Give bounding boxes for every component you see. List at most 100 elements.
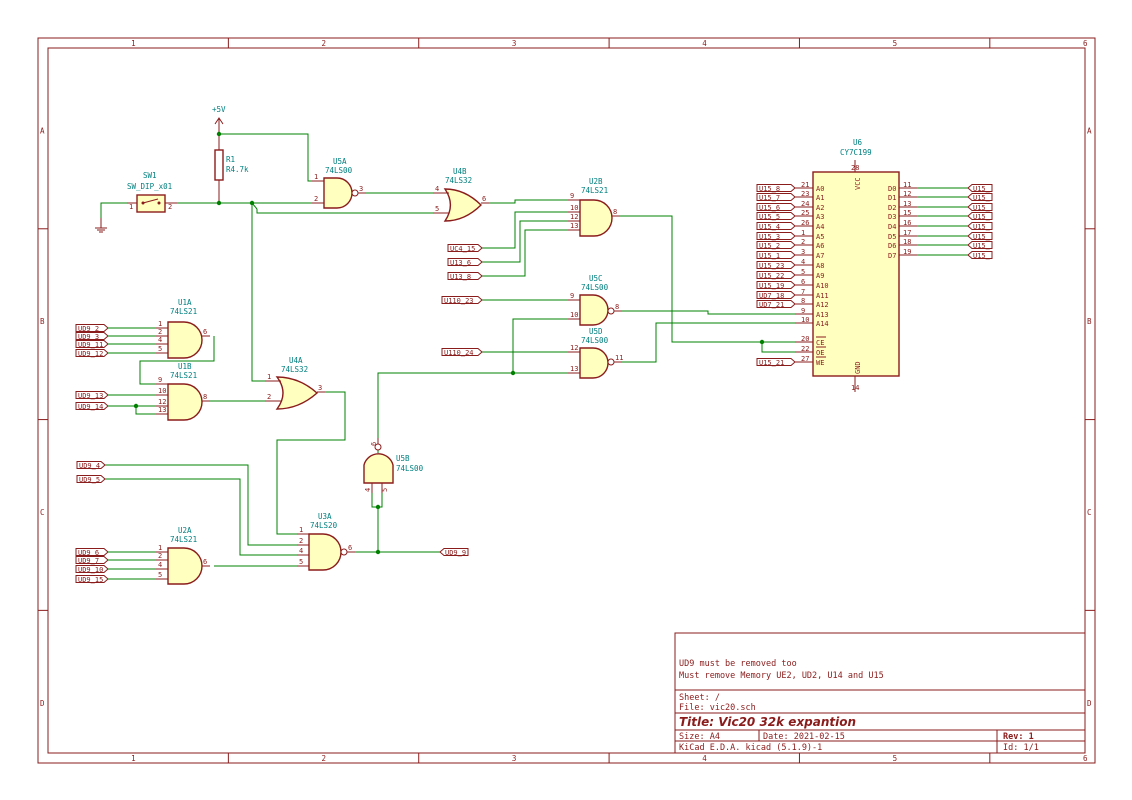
net-label: UD9_15 — [75, 575, 109, 584]
net-label-text: U15_ — [973, 242, 991, 250]
net-label-flag — [447, 258, 483, 266]
net-label-text: U15_ — [973, 204, 991, 212]
gate-body — [443, 188, 482, 222]
net-labels: U15_8U15_7U15_6U15_5U15_4U15_3U15_2U15_1… — [75, 184, 993, 584]
net-label-flag — [756, 193, 796, 201]
u6-gnd-pin: 14 — [851, 384, 859, 392]
u6-pin-name: A5 — [816, 233, 824, 241]
net-label-text: U15_ — [973, 185, 991, 193]
net-label-flag — [756, 212, 796, 220]
gate-pin-number: 5 — [435, 205, 439, 213]
u6-pin-name: A4 — [816, 223, 824, 231]
u6-pin-name: WE — [816, 359, 824, 367]
gate-pin-number: 6 — [203, 328, 207, 336]
u6-pin-number: 3 — [801, 248, 805, 256]
net-label: U15_21 — [756, 358, 796, 367]
net-label-text: UC4_15 — [450, 245, 475, 253]
u6-gnd-name: GND — [854, 361, 862, 374]
u6-pin-name: A0 — [816, 185, 824, 193]
gate-pin-number: 10 — [570, 204, 578, 212]
gate-body — [579, 294, 609, 326]
tb-tool: KiCad E.D.A. kicad (5.1.9)-1 — [679, 743, 822, 753]
net-label: U15_4 — [756, 222, 796, 231]
frame-col-label-bottom: 4 — [702, 754, 707, 763]
net-label: UD9_13 — [75, 391, 109, 400]
u6-pin-number: 8 — [801, 297, 805, 305]
net-label: UD9_12 — [75, 349, 109, 358]
net-label-text: U110_23 — [444, 297, 474, 305]
gate-pin-number: 10 — [158, 387, 166, 395]
gate-ref: U2B — [589, 177, 603, 186]
r1-value: R4.7k — [226, 165, 249, 174]
u6-pin-name: D3 — [888, 213, 896, 221]
gate-pin-number: 13 — [158, 406, 166, 414]
gate-pin-number: 5 — [381, 488, 389, 492]
u6-pin-name: A3 — [816, 213, 824, 221]
net-label-flag — [75, 349, 109, 357]
gate-ref: U5D — [589, 327, 603, 336]
u6-pin-name: A1 — [816, 194, 824, 202]
net-label: U13_8 — [447, 272, 483, 281]
net-label-flag — [756, 251, 796, 259]
u6-pin-number: 9 — [801, 307, 805, 315]
net-label-flag — [76, 475, 106, 483]
net-label-text: UD9_11 — [78, 341, 103, 349]
u6-pin-name: A2 — [816, 204, 824, 212]
gate-body — [167, 547, 203, 585]
net-label: U15_22 — [756, 271, 796, 280]
u6-pin-name: OE — [816, 349, 824, 357]
sw1-pin1: 1 — [129, 203, 133, 211]
u6-pin-number: 15 — [903, 209, 911, 217]
net-label-text: U15_21 — [759, 359, 784, 367]
inverter-bubble — [607, 358, 615, 366]
net-label-text: U110_24 — [444, 349, 474, 357]
u6-pin-number: 21 — [801, 181, 809, 189]
net-label: U110_23 — [441, 296, 483, 305]
gate-ref: U3A — [318, 512, 332, 521]
gate-value: 74LS32 — [445, 176, 472, 185]
inverter-bubble — [340, 548, 348, 556]
net-label-flag — [75, 324, 109, 332]
inverter-bubble — [351, 189, 359, 197]
u6-pin-name: D6 — [888, 242, 896, 250]
u6-pin-number: 2 — [801, 238, 805, 246]
gate-pin-number: 1 — [158, 544, 162, 552]
u6-pin-number: 25 — [801, 209, 809, 217]
net-label: U15_23 — [756, 261, 796, 270]
gate-pin-number: 9 — [158, 376, 162, 384]
u6-pin-number: 26 — [801, 219, 809, 227]
net-label-text: UD9_15 — [78, 576, 103, 584]
net-label-text: U15_4 — [759, 223, 780, 231]
frame-col-label-top: 5 — [893, 39, 898, 48]
net-label-text: U13_6 — [450, 259, 471, 267]
net-label-text: UD9_3 — [78, 333, 99, 341]
gate-pin-number: 13 — [570, 222, 578, 230]
sw1-pin2: 2 — [168, 203, 172, 211]
sw1-value: SW_DIP_x01 — [127, 182, 172, 191]
u6-pin-name: A13 — [816, 311, 829, 319]
net-label-flag — [756, 281, 796, 289]
net-label: U15_1 — [756, 251, 796, 260]
net-label: U15_2 — [756, 241, 796, 250]
frame-col-label-top: 4 — [702, 39, 707, 48]
u6-pin-name: A12 — [816, 301, 829, 309]
frame-col-label-bottom: 3 — [512, 754, 517, 763]
net-label-flag — [756, 222, 796, 230]
u6-pin-number: 24 — [801, 200, 809, 208]
u6-value: CY7C199 — [840, 148, 872, 157]
frame-col-label-top: 2 — [322, 39, 327, 48]
u6-ref: U6 — [853, 138, 863, 147]
gate-value: 74LS21 — [581, 186, 608, 195]
gate-pin-number: 8 — [203, 393, 207, 401]
gate-ref: U2A — [178, 526, 192, 535]
net-label-flag — [756, 203, 796, 211]
gate-ref: U4A — [289, 356, 303, 365]
tb-date: Date: 2021-02-15 — [763, 732, 845, 742]
gate-pin-number: 8 — [613, 208, 617, 216]
u6-pin-name: A14 — [816, 320, 829, 328]
gate-pin-number: 12 — [570, 213, 578, 221]
